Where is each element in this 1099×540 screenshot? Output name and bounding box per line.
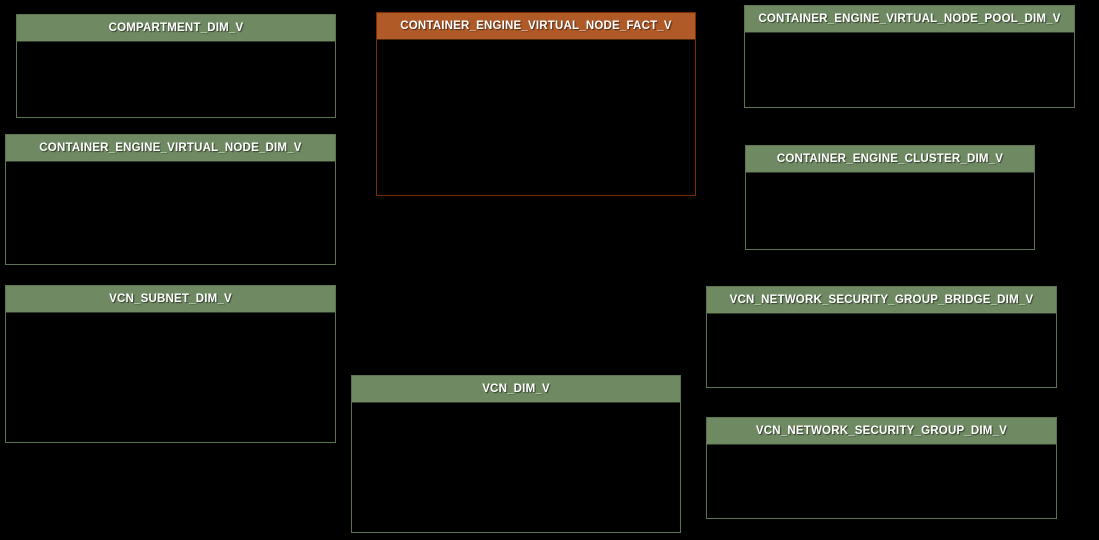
table-header[interactable]: CONTAINER_ENGINE_VIRTUAL_NODE_POOL_DIM_V bbox=[745, 6, 1074, 33]
table-node-container-engine-virtual-node-fact-v[interactable]: CONTAINER_ENGINE_VIRTUAL_NODE_FACT_V bbox=[376, 12, 696, 196]
table-body bbox=[745, 33, 1074, 107]
table-title: CONTAINER_ENGINE_CLUSTER_DIM_V bbox=[776, 153, 1004, 165]
table-header[interactable]: CONTAINER_ENGINE_VIRTUAL_NODE_FACT_V bbox=[377, 13, 695, 40]
table-body bbox=[17, 42, 335, 117]
table-title: VCN_NETWORK_SECURITY_GROUP_BRIDGE_DIM_V bbox=[729, 294, 1034, 306]
table-node-container-engine-virtual-node-pool-dim-v[interactable]: CONTAINER_ENGINE_VIRTUAL_NODE_POOL_DIM_V bbox=[744, 5, 1075, 108]
table-body bbox=[707, 314, 1056, 387]
table-body bbox=[707, 445, 1056, 518]
table-header[interactable]: COMPARTMENT_DIM_V bbox=[17, 15, 335, 42]
table-node-vcn-network-security-group-bridge-dim-v[interactable]: VCN_NETWORK_SECURITY_GROUP_BRIDGE_DIM_V bbox=[706, 286, 1057, 388]
table-body bbox=[6, 162, 335, 264]
table-body bbox=[352, 403, 680, 532]
table-node-container-engine-cluster-dim-v[interactable]: CONTAINER_ENGINE_CLUSTER_DIM_V bbox=[745, 145, 1035, 250]
table-header[interactable]: CONTAINER_ENGINE_VIRTUAL_NODE_DIM_V bbox=[6, 135, 335, 162]
table-body bbox=[746, 173, 1034, 249]
table-title: COMPARTMENT_DIM_V bbox=[108, 22, 244, 34]
table-node-compartment-dim-v[interactable]: COMPARTMENT_DIM_V bbox=[16, 14, 336, 118]
table-node-vcn-network-security-group-dim-v[interactable]: VCN_NETWORK_SECURITY_GROUP_DIM_V bbox=[706, 417, 1057, 519]
table-header[interactable]: CONTAINER_ENGINE_CLUSTER_DIM_V bbox=[746, 146, 1034, 173]
table-node-vcn-subnet-dim-v[interactable]: VCN_SUBNET_DIM_V bbox=[5, 285, 336, 443]
table-header[interactable]: VCN_DIM_V bbox=[352, 376, 680, 403]
table-node-vcn-dim-v[interactable]: VCN_DIM_V bbox=[351, 375, 681, 533]
table-title: CONTAINER_ENGINE_VIRTUAL_NODE_POOL_DIM_V bbox=[758, 13, 1061, 25]
table-header[interactable]: VCN_NETWORK_SECURITY_GROUP_DIM_V bbox=[707, 418, 1056, 445]
table-header[interactable]: VCN_NETWORK_SECURITY_GROUP_BRIDGE_DIM_V bbox=[707, 287, 1056, 314]
table-title: VCN_DIM_V bbox=[482, 383, 550, 395]
table-title: CONTAINER_ENGINE_VIRTUAL_NODE_DIM_V bbox=[39, 142, 302, 154]
table-node-container-engine-virtual-node-dim-v[interactable]: CONTAINER_ENGINE_VIRTUAL_NODE_DIM_V bbox=[5, 134, 336, 265]
table-title: VCN_SUBNET_DIM_V bbox=[109, 293, 232, 305]
table-title: VCN_NETWORK_SECURITY_GROUP_DIM_V bbox=[755, 425, 1008, 437]
table-title: CONTAINER_ENGINE_VIRTUAL_NODE_FACT_V bbox=[400, 20, 672, 32]
table-header[interactable]: VCN_SUBNET_DIM_V bbox=[6, 286, 335, 313]
table-body bbox=[377, 40, 695, 195]
table-body bbox=[6, 313, 335, 442]
